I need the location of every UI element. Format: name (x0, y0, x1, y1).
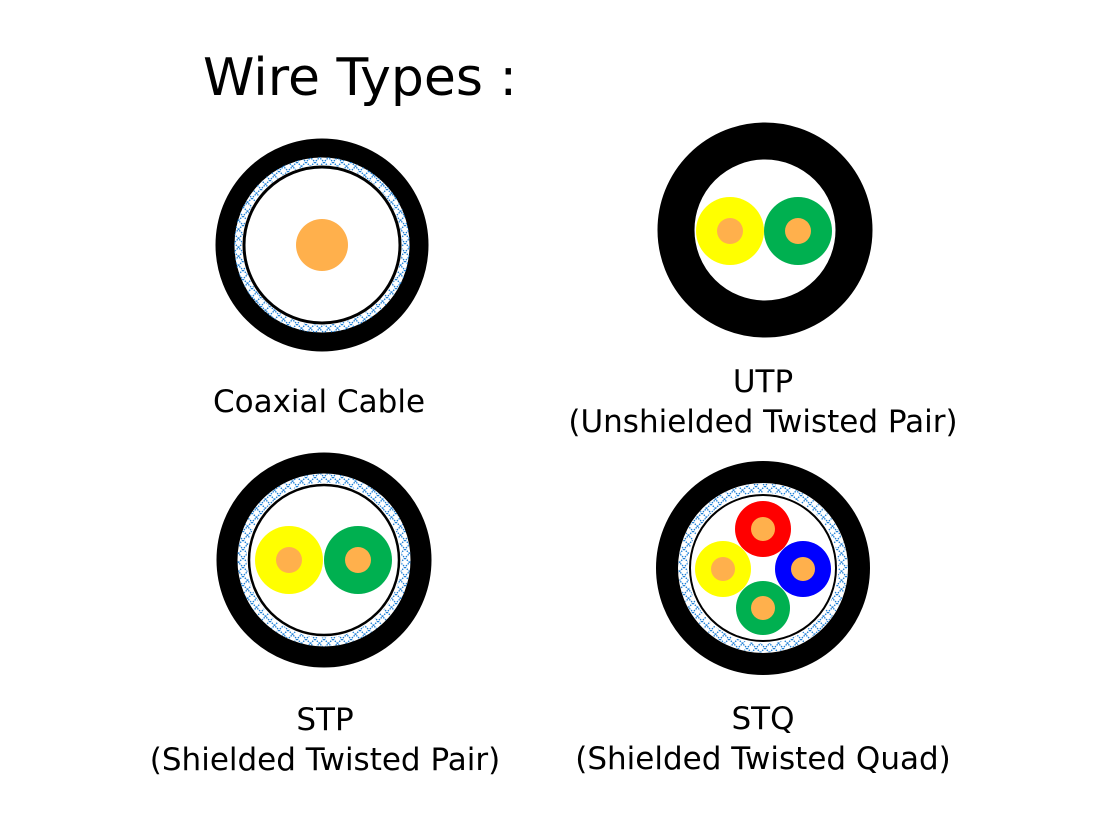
stp-cable-diagram (216, 452, 432, 668)
cable-subtitle: (Shielded Twisted Quad) (575, 741, 951, 777)
coaxial-label: Coaxial Cable (213, 382, 425, 422)
cable-name: STP (296, 702, 354, 738)
cable-subtitle: (Unshielded Twisted Pair) (568, 404, 958, 440)
stp-label: STP (Shielded Twisted Pair) (150, 700, 500, 780)
utp-label: UTP (Unshielded Twisted Pair) (568, 362, 957, 442)
page-title: Wire Types : (203, 48, 518, 108)
core-conductor (296, 219, 348, 271)
cable-subtitle: (Shielded Twisted Pair) (149, 742, 501, 778)
stq-cable-diagram (656, 461, 870, 675)
cable-name: UTP (732, 364, 794, 400)
coaxial-cable-diagram (215, 138, 429, 352)
cable-name: Coaxial Cable (212, 384, 426, 420)
stq-label: STQ (Shielded Twisted Quad) (575, 699, 951, 779)
utp-cable-diagram (657, 122, 873, 338)
cable-name: STQ (731, 701, 795, 737)
